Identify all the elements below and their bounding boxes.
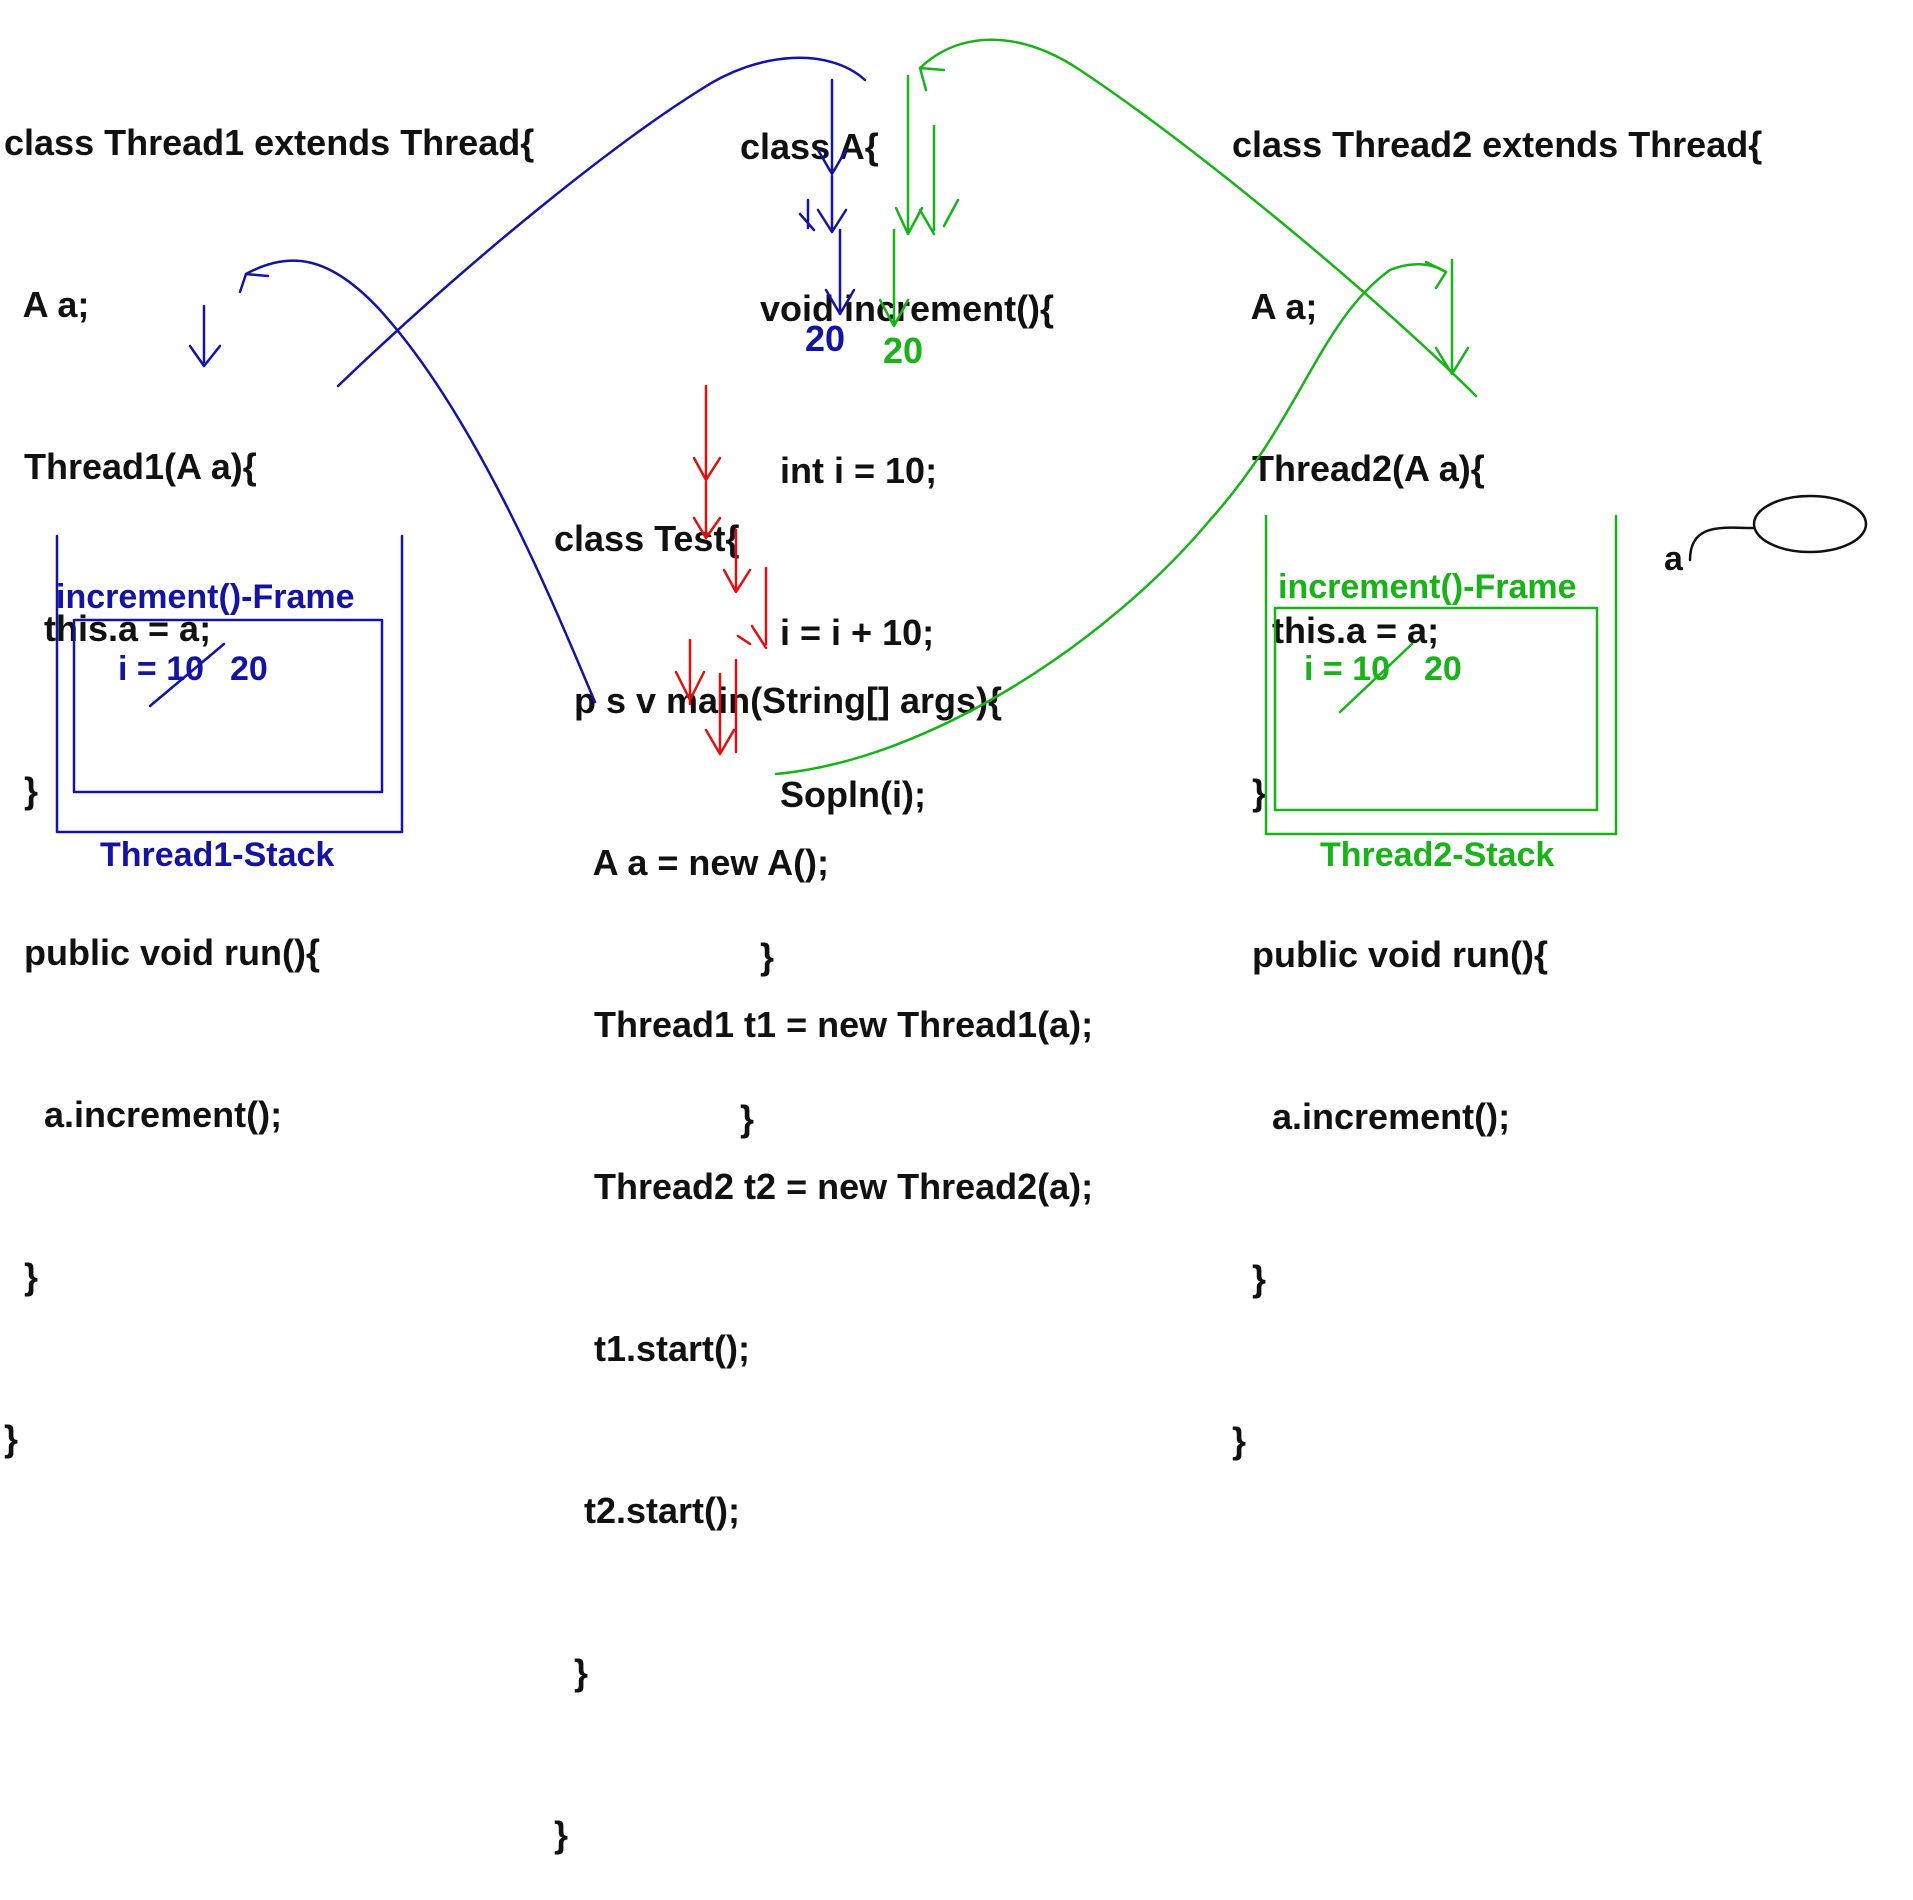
code-line: a.increment(); [4, 1094, 283, 1135]
thread2-frame-title: increment()-Frame [1278, 568, 1577, 606]
code-line: this.a = a; [1232, 610, 1440, 651]
code-line: } [4, 770, 39, 811]
code-line: class Thread2 extends Thread{ [1232, 124, 1763, 165]
thread1-var-new: 20 [230, 650, 268, 688]
thread2-run-arrow [1434, 258, 1470, 376]
code-line: a.increment(); [1232, 1096, 1511, 1137]
thread2-output: 20 [883, 330, 924, 371]
code-line: A a; [1232, 286, 1318, 327]
code-line: class A{ [740, 126, 879, 167]
code-line: Thread1(A a){ [4, 446, 257, 487]
code-line: class Thread1 extends Thread{ [4, 122, 535, 163]
thread2-frame-box [1273, 606, 1599, 812]
thread2-step-arrows [878, 74, 960, 328]
code-line: } [1232, 1420, 1247, 1461]
code-line: Thread2(A a){ [1232, 448, 1485, 489]
thread2-arrowhead [1424, 260, 1448, 290]
code-line: } [554, 1652, 589, 1693]
thread1-step-arrows [798, 78, 856, 316]
thread1-call-line [244, 259, 597, 704]
thread2-stack-outline [1264, 514, 1618, 836]
code-line: A a; [4, 284, 90, 325]
code-line: Thread1 t1 = new Thread1(a); [554, 1004, 1094, 1045]
code-line: } [4, 1256, 39, 1297]
thread1-var-old: i = 10 [118, 650, 205, 688]
code-line: t2.start(); [554, 1490, 741, 1531]
code-line: void increment(){ [740, 288, 1055, 329]
code-line: A a = new A(); [554, 842, 830, 883]
thread1-stack-outline [55, 534, 404, 834]
code-line: i = i + 10; [740, 612, 935, 653]
thread2-var-new: 20 [1424, 650, 1462, 688]
code-line: p s v main(String[] args){ [554, 680, 1003, 721]
code-line: } [554, 1814, 569, 1855]
code-line: } [4, 1418, 19, 1459]
code-line: this.a = a; [4, 608, 212, 649]
thread2-call-line [774, 263, 1448, 776]
thread1-arrowhead [238, 272, 270, 294]
code-line: t1.start(); [554, 1328, 751, 1369]
thread2-strike-mark [1338, 642, 1414, 714]
code-line: } [1232, 772, 1267, 813]
heap-object-oval [1752, 494, 1868, 554]
thread2-flow-line [918, 38, 1478, 398]
thread2-stack-label: Thread2-Stack [1320, 836, 1555, 874]
thread1-frame-box [72, 618, 384, 794]
main-flow-arrows [674, 384, 768, 756]
thread2-arrowhead-top [918, 66, 946, 92]
code-line: Sopln(i); [740, 774, 926, 815]
thread1-frame-title: increment()-Frame [56, 578, 355, 616]
code-line: } [1232, 1258, 1267, 1299]
class-a-code: class A{ void increment(){ int i = 10; i… [740, 12, 1054, 1200]
code-line: int i = 10; [740, 450, 938, 491]
thread1-strike-mark [148, 642, 226, 708]
heap-object-link [1688, 526, 1756, 562]
annotation-overlay [55, 38, 1868, 836]
code-line: Thread2 t2 = new Thread2(a); [554, 1166, 1094, 1207]
thread1-stack-label: Thread1-Stack [100, 836, 335, 874]
thread1-run-arrow [188, 304, 222, 368]
thread1-output: 20 [805, 318, 846, 359]
heap-object-label: a [1664, 540, 1683, 578]
thread1-flow-line [336, 56, 867, 388]
